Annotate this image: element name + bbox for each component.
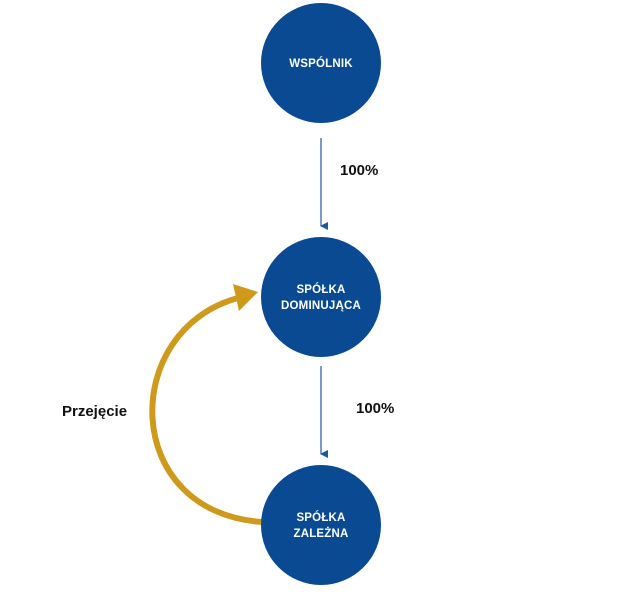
takeover-loop-arrow xyxy=(149,284,263,525)
node-dominujaca-circle xyxy=(261,237,381,357)
takeover-label: Przejęcie xyxy=(62,403,127,420)
node-zalezna: SPÓŁKA ZALEŻNA xyxy=(261,465,381,585)
node-zalezna-circle xyxy=(261,465,381,585)
bottom-share-label: 100% xyxy=(356,400,394,417)
node-wspolnik: WSPÓLNIK xyxy=(261,3,381,123)
top-share-label: 100% xyxy=(340,162,378,179)
node-wspolnik-label: WSPÓLNIK xyxy=(289,57,353,70)
takeover-arc xyxy=(149,295,263,525)
takeover-arrowhead xyxy=(233,284,258,311)
node-dominujaca: SPÓŁKA DOMINUJĄCA xyxy=(261,237,381,357)
node-zalezna-label-line1: SPÓŁKA xyxy=(296,511,345,524)
node-dominujaca-label-line1: SPÓŁKA xyxy=(296,283,345,296)
node-dominujaca-label-line2: DOMINUJĄCA xyxy=(281,300,361,312)
node-zalezna-label-line2: ZALEŻNA xyxy=(293,527,348,540)
node-wspolnik-circle xyxy=(261,3,381,123)
